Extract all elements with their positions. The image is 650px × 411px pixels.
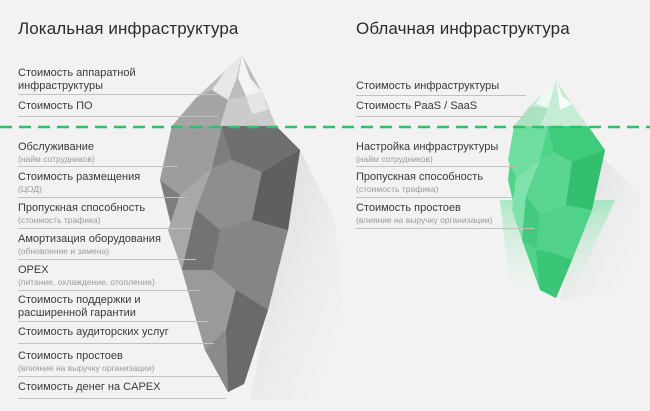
left-title: Локальная инфраструктура — [18, 19, 239, 38]
item-note: (найм сотрудников) — [356, 153, 433, 164]
item-label: Настройка инфраструктуры — [356, 141, 499, 153]
item-label: Стоимость PaaS / SaaS — [356, 100, 478, 112]
left-below-item: Стоимость денег на CAPEX — [18, 381, 226, 399]
item-rule — [18, 290, 200, 291]
item-rule — [356, 228, 534, 229]
left-above-item: Стоимость аппаратной инфраструктуры — [18, 67, 218, 95]
item-note: (стоимость трафика) — [356, 183, 439, 194]
item-rule — [18, 166, 178, 167]
left-iceberg-icon — [160, 55, 345, 400]
item-rule — [18, 376, 220, 377]
item-note: (влияние на выручку организации) — [18, 362, 155, 373]
item-rule — [356, 166, 516, 167]
item-note: (влияние на выручку организации) — [356, 214, 493, 225]
item-rule — [18, 259, 196, 260]
item-note: (найм сотрудников) — [18, 153, 95, 164]
left-below-item: Пропускная способность (стоимость трафик… — [18, 202, 208, 229]
item-label: Обслуживание — [18, 141, 94, 153]
item-label: Стоимость аудиторских услуг — [18, 326, 169, 338]
item-label: Стоимость денег на CAPEX — [18, 381, 161, 393]
item-rule — [18, 228, 190, 229]
item-label: Стоимость простоев — [18, 350, 123, 362]
left-below-item: Стоимость аудиторских услуг — [18, 326, 214, 344]
right-iceberg-icon — [500, 80, 640, 300]
item-rule — [18, 321, 208, 322]
item-label: Стоимость простоев — [356, 202, 461, 214]
right-below-item: Настройка инфраструктуры (найм сотрудник… — [356, 141, 546, 167]
item-rule — [356, 116, 526, 117]
item-rule — [18, 116, 218, 117]
item-rule — [356, 95, 526, 96]
item-label: Стоимость аппаратной инфраструктуры — [18, 67, 136, 92]
item-label: Стоимость размещения — [18, 171, 141, 183]
left-above-item: Стоимость ПО — [18, 100, 218, 117]
right-above-item: Стоимость PaaS / SaaS — [356, 100, 546, 117]
item-label: Пропускная способность — [356, 171, 484, 183]
left-below-item: Стоимость простоев (влияние на выручку о… — [18, 350, 220, 377]
item-label: OPEX — [18, 264, 49, 276]
item-rule — [18, 343, 214, 344]
item-note: (обновление и замена) — [18, 245, 109, 256]
item-label: Стоимость ПО — [18, 100, 93, 112]
left-below-item: Амортизация оборудования (обновление и з… — [18, 233, 208, 260]
item-label: Стоимость инфраструктуры — [356, 80, 500, 92]
item-label: Амортизация оборудования — [18, 233, 161, 245]
right-below-item: Стоимость простоев (влияние на выручку о… — [356, 202, 546, 229]
right-title: Облачная инфраструктура — [356, 19, 570, 38]
item-rule — [356, 197, 524, 198]
item-rule — [18, 94, 218, 95]
left-below-item: OPEX (питание, охлаждение, отопление) — [18, 264, 208, 291]
item-rule — [18, 398, 226, 399]
item-rule — [18, 197, 186, 198]
right-above-item: Стоимость инфраструктуры — [356, 80, 546, 96]
item-label: Стоимость поддержки и расширенной гарант… — [18, 294, 141, 319]
left-below-item: Стоимость размещения (ЦОД) — [18, 171, 208, 198]
item-note: (питание, охлаждение, отопление) — [18, 276, 155, 287]
left-below-item: Стоимость поддержки и расширенной гарант… — [18, 294, 208, 322]
left-below-item: Обслуживание (найм сотрудников) — [18, 141, 208, 167]
item-note: (стоимость трафика) — [18, 214, 101, 225]
item-label: Пропускная способность — [18, 202, 146, 214]
right-below-item: Пропускная способность (стоимость трафик… — [356, 171, 546, 198]
item-note: (ЦОД) — [18, 183, 42, 194]
